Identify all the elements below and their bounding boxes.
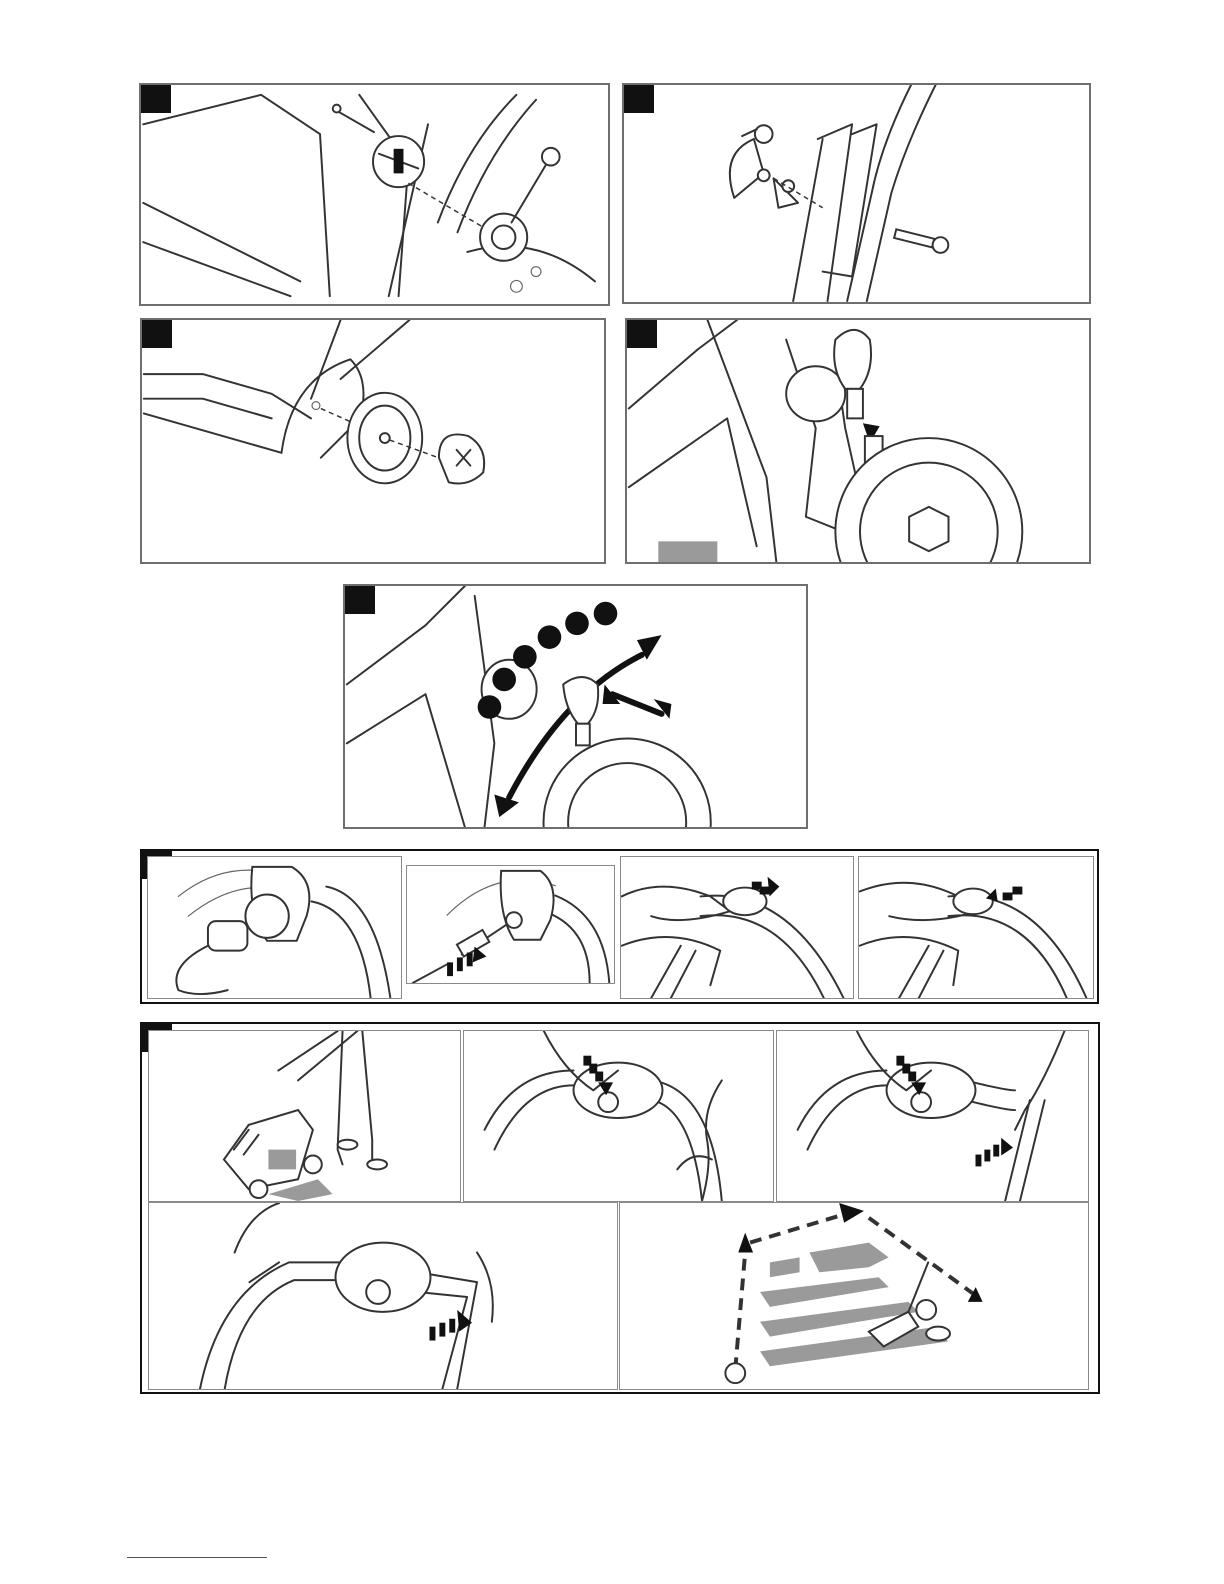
handle-bolt-illustration xyxy=(624,85,1089,302)
operation-step-4 xyxy=(148,1202,618,1390)
panel-wheel-assembly xyxy=(140,318,606,564)
footer-rule xyxy=(127,1557,267,1558)
panel-height-adjustment xyxy=(343,584,808,829)
operation-step-2 xyxy=(463,1030,774,1202)
panel-grass-box-lever xyxy=(625,318,1091,564)
panel-handle-bolt xyxy=(622,83,1091,304)
cable-step-4 xyxy=(858,856,1094,999)
panel-handle-knob xyxy=(139,83,610,306)
mowing-pattern xyxy=(619,1202,1089,1390)
wheel-assembly-illustration xyxy=(142,320,604,562)
handle-knob-illustration xyxy=(141,85,608,304)
height-adjustment-illustration xyxy=(345,586,806,827)
cable-step-2 xyxy=(406,865,615,984)
cable-step-3 xyxy=(620,856,854,999)
panel-operation xyxy=(140,1022,1100,1394)
operation-step-1 xyxy=(148,1030,461,1202)
cable-step-1 xyxy=(147,856,402,999)
panel-cable-connection xyxy=(140,849,1099,1004)
grass-box-lever-illustration xyxy=(627,320,1089,562)
operation-step-3 xyxy=(776,1030,1089,1202)
